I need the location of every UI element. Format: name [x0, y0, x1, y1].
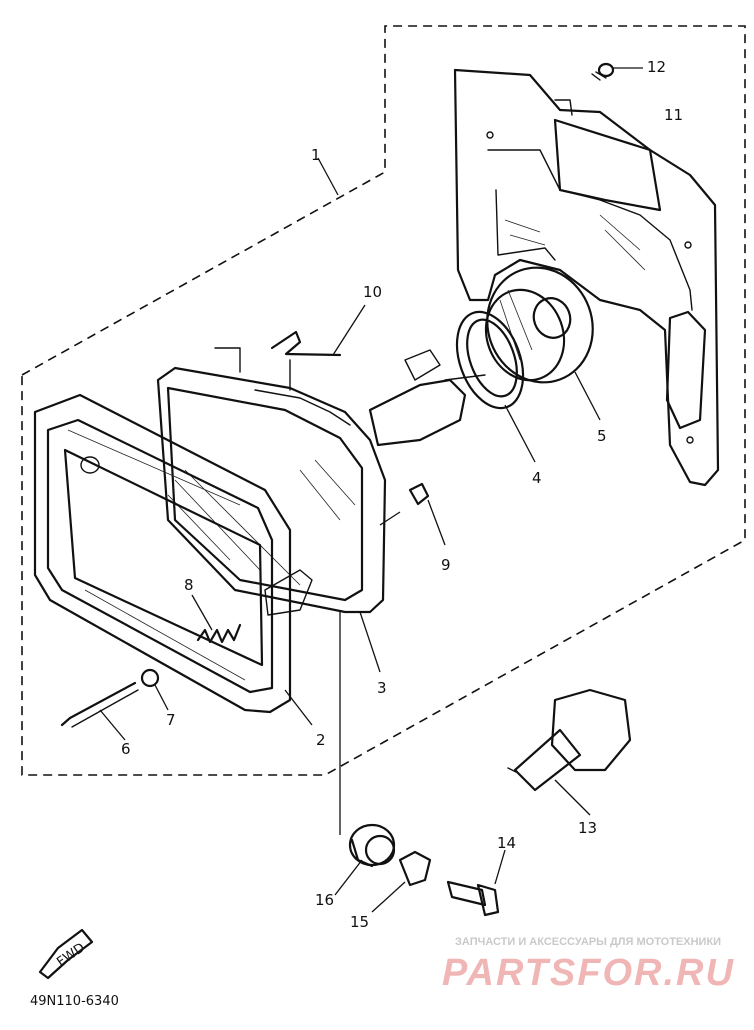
callout-14: 14	[497, 834, 516, 852]
callout-4: 4	[532, 469, 542, 487]
callout-12: 12	[647, 58, 666, 76]
callout-2: 2	[316, 731, 326, 749]
fwd-arrow: FWD	[38, 928, 94, 980]
callout-9: 9	[441, 556, 451, 574]
screw-12	[591, 62, 643, 81]
retaining-ring	[455, 310, 536, 463]
callout-10: 10	[363, 283, 382, 301]
callout-3: 3	[377, 679, 387, 697]
socket-cover	[484, 266, 601, 421]
part-code: 49N110-6340	[30, 994, 119, 1009]
callout-1: 1	[311, 146, 321, 164]
clip-10	[270, 304, 366, 391]
callout-13: 13	[578, 819, 597, 837]
headlight-unit	[156, 347, 387, 673]
callout-16: 16	[315, 891, 334, 909]
bulb-13	[507, 688, 632, 816]
nut-9	[379, 482, 446, 546]
fwd-label: FWD	[54, 940, 87, 970]
callout-6: 6	[121, 740, 131, 758]
collar-15	[371, 850, 432, 913]
watermark-brand: PARTSFOR.RU	[442, 952, 735, 994]
bulb-in-socket	[368, 349, 486, 447]
spring-8	[191, 594, 242, 644]
callout-15: 15	[350, 913, 369, 931]
grommet-16	[334, 823, 396, 896]
callout-7: 7	[166, 711, 176, 729]
assembly-boundary	[21, 25, 746, 776]
headlight-rim	[33, 393, 313, 726]
headlight-bracket	[453, 68, 720, 487]
washer-7	[140, 668, 169, 711]
callout-11: 11	[664, 106, 683, 124]
callout-5: 5	[597, 427, 607, 445]
screw-6	[60, 681, 139, 741]
bolt-14	[446, 849, 506, 917]
watermark-caption: ЗАПЧАСТИ И АКСЕССУАРЫ ДЛЯ МОТОТЕХНИКИ	[455, 936, 721, 948]
callout-8: 8	[184, 576, 194, 594]
